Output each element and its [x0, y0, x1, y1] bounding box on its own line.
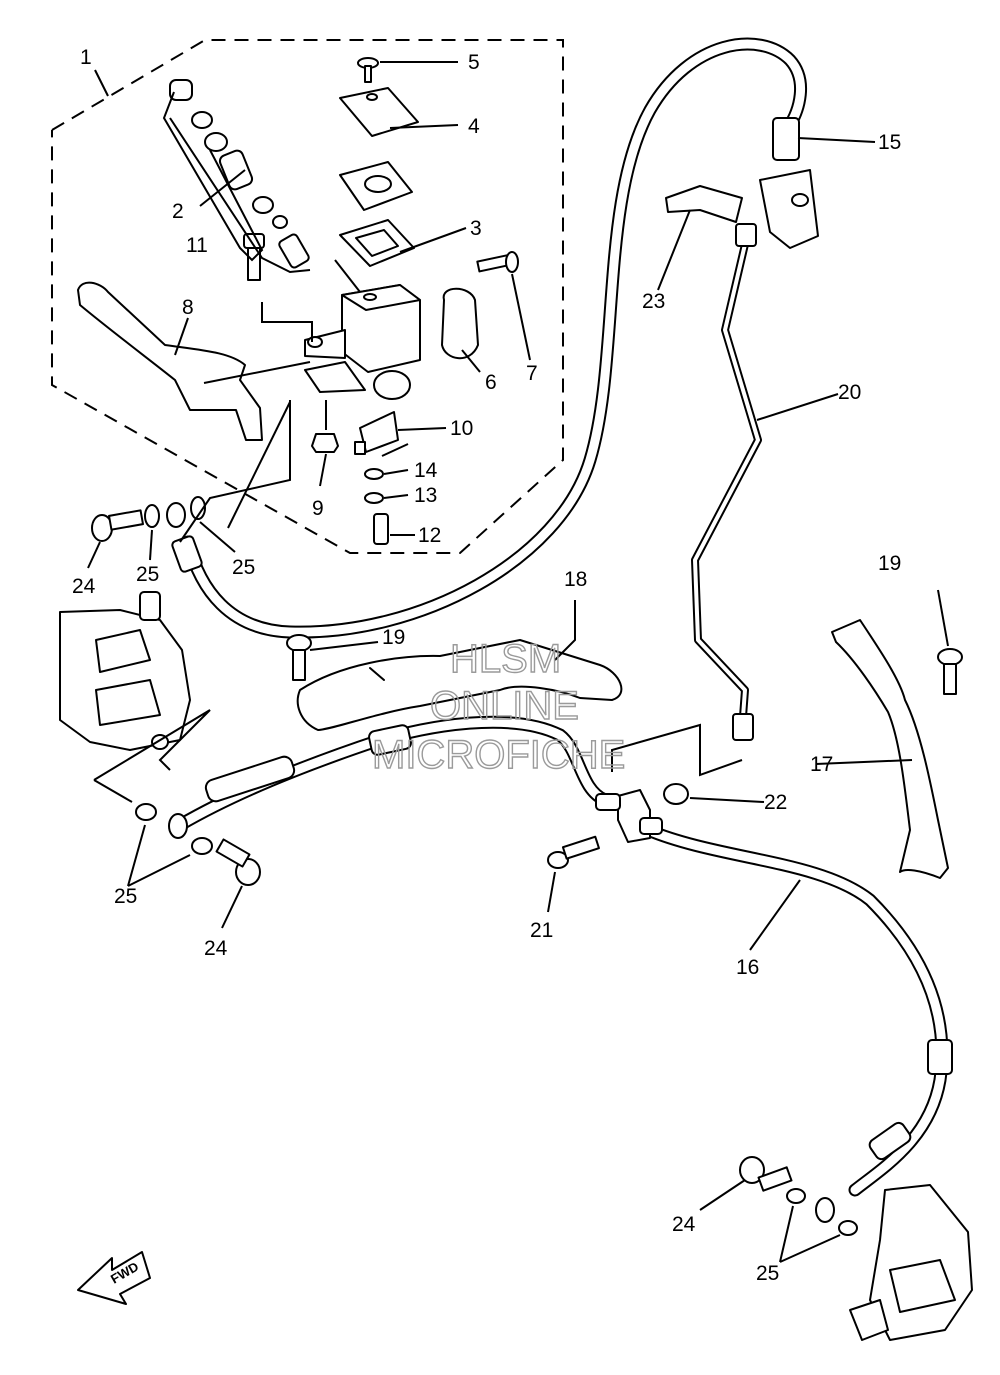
- brake-hoses: [173, 37, 949, 1197]
- mounting-bolts-19: [286, 634, 963, 695]
- watermark-line-3: MICROFICHE: [372, 733, 625, 777]
- callout-9: 9: [312, 497, 324, 520]
- callout-20: 20: [838, 381, 861, 404]
- callout-24b: 24: [204, 937, 228, 960]
- callout-2: 2: [172, 200, 184, 223]
- callout-22: 22: [764, 791, 787, 814]
- master-cylinder-parts: [77, 57, 519, 545]
- three-way-joint: [595, 789, 663, 843]
- forward-arrow-icon: FWD: [77, 1251, 151, 1305]
- union-bolts-and-washers: [91, 496, 858, 1236]
- callout-19b: 19: [878, 552, 901, 575]
- callout-24c: 24: [672, 1213, 696, 1236]
- watermark-line-2: ONLINE: [430, 684, 579, 728]
- callout-5: 5: [468, 51, 480, 74]
- brake-hose-holder: [665, 169, 819, 249]
- callout-7: 7: [526, 362, 538, 385]
- watermark-line-1: HLSM: [450, 637, 561, 681]
- hose-fittings: [171, 117, 953, 1161]
- hose-guide-17: [831, 619, 949, 879]
- right-brake-caliper: [849, 1184, 973, 1341]
- callout-17: 17: [810, 753, 833, 776]
- leader-lines: [87, 61, 949, 1263]
- callout-23: 23: [642, 290, 665, 313]
- callout-10: 10: [450, 417, 473, 440]
- callout-6: 6: [485, 371, 497, 394]
- joint-bolt: [547, 783, 689, 869]
- callout-1: 1: [80, 46, 92, 69]
- callout-3: 3: [470, 217, 482, 240]
- callout-18: 18: [564, 568, 587, 591]
- callout-12: 12: [418, 524, 441, 547]
- callout-16: 16: [736, 956, 759, 979]
- callout-4: 4: [468, 115, 480, 138]
- callout-21: 21: [530, 919, 553, 942]
- callout-24: 24: [72, 575, 96, 598]
- brake-pipe: [691, 223, 762, 741]
- callout-14: 14: [414, 459, 438, 482]
- callout-25c: 25: [114, 885, 137, 908]
- callout-25b: 25: [232, 556, 255, 579]
- callout-numbers: 1 2 3 4 5 6 7 8 9 10 11 12 13 14 15 16 1…: [72, 46, 901, 1285]
- master-cylinder-kit-boundary: [51, 39, 564, 554]
- hose-guide-18: [296, 639, 623, 731]
- callout-25: 25: [136, 563, 159, 586]
- callout-25d: 25: [756, 1262, 779, 1285]
- upper-brake-hose: [181, 37, 808, 639]
- watermark: HLSM ONLINE MICROFICHE: [371, 636, 626, 777]
- callout-13: 13: [414, 484, 437, 507]
- left-brake-caliper: [59, 591, 191, 751]
- callout-8: 8: [182, 296, 194, 319]
- callout-11: 11: [186, 234, 208, 257]
- callout-15: 15: [878, 131, 901, 154]
- callout-19: 19: [382, 626, 405, 649]
